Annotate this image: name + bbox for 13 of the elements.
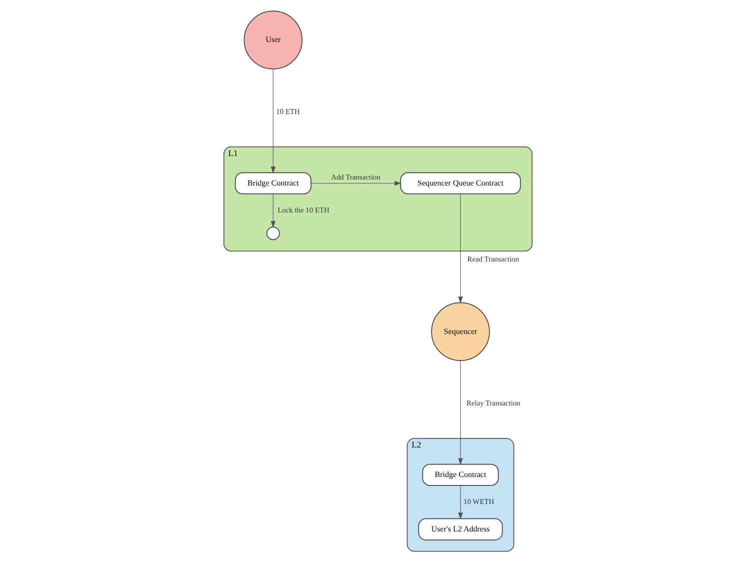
arrow bbox=[458, 485, 462, 520]
node-box: Bridge Contract bbox=[422, 464, 498, 486]
node-box: User's L2 Address bbox=[418, 518, 502, 540]
arrow bbox=[458, 194, 462, 304]
arrow bbox=[458, 360, 462, 466]
node-circle: Sequencer bbox=[430, 302, 490, 361]
arrow bbox=[270, 194, 276, 228]
arrow bbox=[270, 68, 276, 174]
node-box: Bridge Contract bbox=[234, 172, 311, 194]
node-circle bbox=[266, 226, 280, 240]
arrow bbox=[310, 180, 401, 186]
node-box: Sequencer Queue Contract bbox=[400, 172, 520, 194]
node-circle: User bbox=[243, 10, 302, 70]
